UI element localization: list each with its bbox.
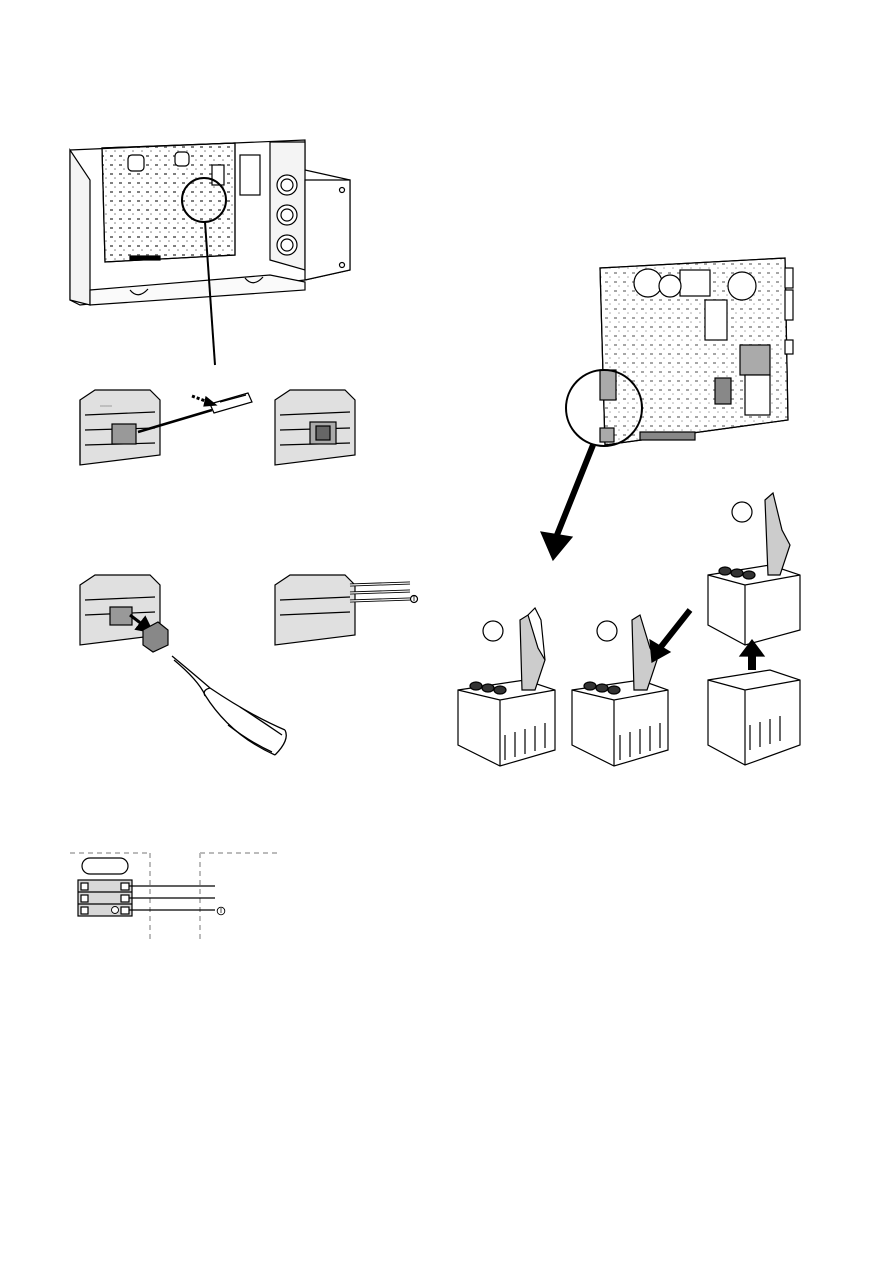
svg-text:⋯⋯: ⋯⋯: [100, 404, 112, 410]
step-marker-3: [732, 502, 752, 522]
connector-step-1: [458, 608, 555, 766]
terminal-opened-figure: [275, 390, 355, 465]
connector-step-2: [572, 610, 690, 766]
arrow-icon: [541, 445, 593, 560]
ground-symbol-icon: [411, 596, 418, 603]
pliers-icon: [172, 656, 286, 755]
step-marker-1: [483, 621, 503, 641]
connector-step-3: [708, 493, 800, 765]
control-box-figure: [70, 140, 350, 365]
arrow-icon: [650, 610, 690, 662]
terminal-release-figure: ⋯⋯: [80, 390, 252, 465]
arrow-icon: [192, 396, 216, 406]
terminal-wired-figure: [275, 575, 418, 645]
terminal-cap-pliers-figure: [80, 575, 286, 755]
connector-steps-figure: [458, 493, 800, 766]
step-marker-2: [597, 621, 617, 641]
wiring-schematic-figure: [70, 853, 280, 940]
ground-symbol-icon: [217, 907, 225, 915]
pcb-board-figure: [541, 258, 793, 560]
